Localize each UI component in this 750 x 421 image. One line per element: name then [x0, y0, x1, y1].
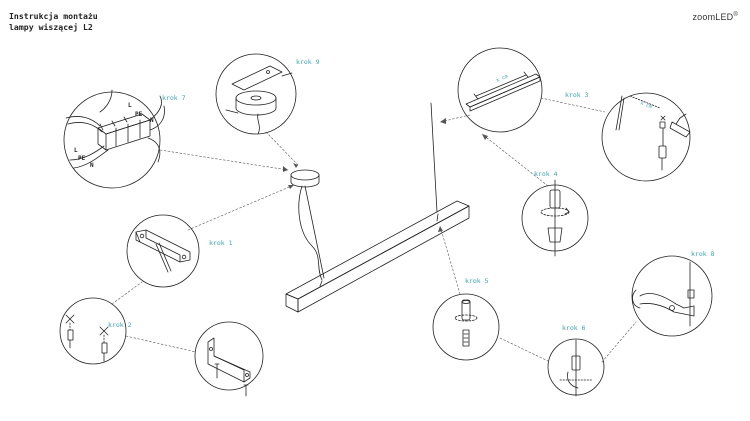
step-7-detail — [63, 89, 165, 189]
step-label-5: krok 5 — [465, 277, 489, 285]
lamp-assembly — [285, 102, 470, 313]
leader-step-9 — [265, 131, 299, 166]
step-label-4: krok 4 — [534, 170, 558, 178]
step-label-6: krok 6 — [562, 324, 586, 332]
step-3-cable-cut-detail — [601, 92, 691, 182]
step-label-1: krok 1 — [209, 239, 233, 247]
wire-label-l-top: L — [128, 102, 132, 109]
step-6-detail — [547, 338, 605, 397]
step-label-9: krok 9 — [296, 58, 320, 66]
step-3-detail — [457, 47, 543, 133]
step-label-3: krok 3 — [565, 91, 589, 99]
step-label-8: krok 8 — [691, 250, 715, 258]
title-line-2: lampy wiszącej L2 — [9, 22, 93, 32]
leader-step-2a — [111, 281, 143, 305]
suspension-cable-right — [430, 102, 438, 213]
step-2-detail — [59, 297, 127, 365]
page-title: Instrukcja montażu lampy wiszącej L2 — [9, 11, 98, 33]
leader-step-5 — [439, 225, 461, 295]
leader-step-4 — [481, 133, 549, 187]
wire-label-pe-top: PE — [135, 111, 143, 118]
leader-lines — [111, 97, 637, 363]
dimension-label-1: x cm — [495, 74, 508, 84]
lamp-body-bar — [285, 200, 470, 313]
wire-label-l-bot: L — [74, 147, 78, 154]
step-label-2: krok 2 — [108, 321, 132, 329]
leader-step-8 — [601, 321, 637, 363]
wire-label-n-bot: N — [90, 162, 94, 169]
step-9-detail — [215, 53, 297, 135]
brand-mark: ® — [733, 12, 738, 18]
ceiling-canopy — [290, 169, 320, 188]
wire-label-n-top: N — [150, 117, 154, 124]
step-4-detail — [521, 179, 589, 257]
brand-logo: zoomLED® — [692, 12, 738, 22]
leader-step-7 — [159, 149, 289, 171]
leader-step-1 — [187, 184, 295, 231]
wire-label-pe-bot: PE — [78, 155, 86, 162]
step-5-detail — [432, 293, 500, 361]
step-1-detail — [126, 214, 200, 288]
leader-step-6 — [499, 337, 551, 363]
leader-step-3b — [540, 97, 606, 113]
suspension-cable-left — [304, 185, 325, 279]
leader-step-2b — [125, 335, 197, 353]
power-cable — [298, 185, 323, 281]
brand-name: zoomLED — [692, 12, 734, 22]
step-8-detail — [631, 255, 713, 337]
title-line-1: Instrukcja montażu — [9, 11, 98, 21]
step-2-bracket-detail — [194, 321, 264, 397]
step-label-7: krok 7 — [162, 94, 186, 102]
dimension-label-2: x cm — [639, 100, 652, 110]
